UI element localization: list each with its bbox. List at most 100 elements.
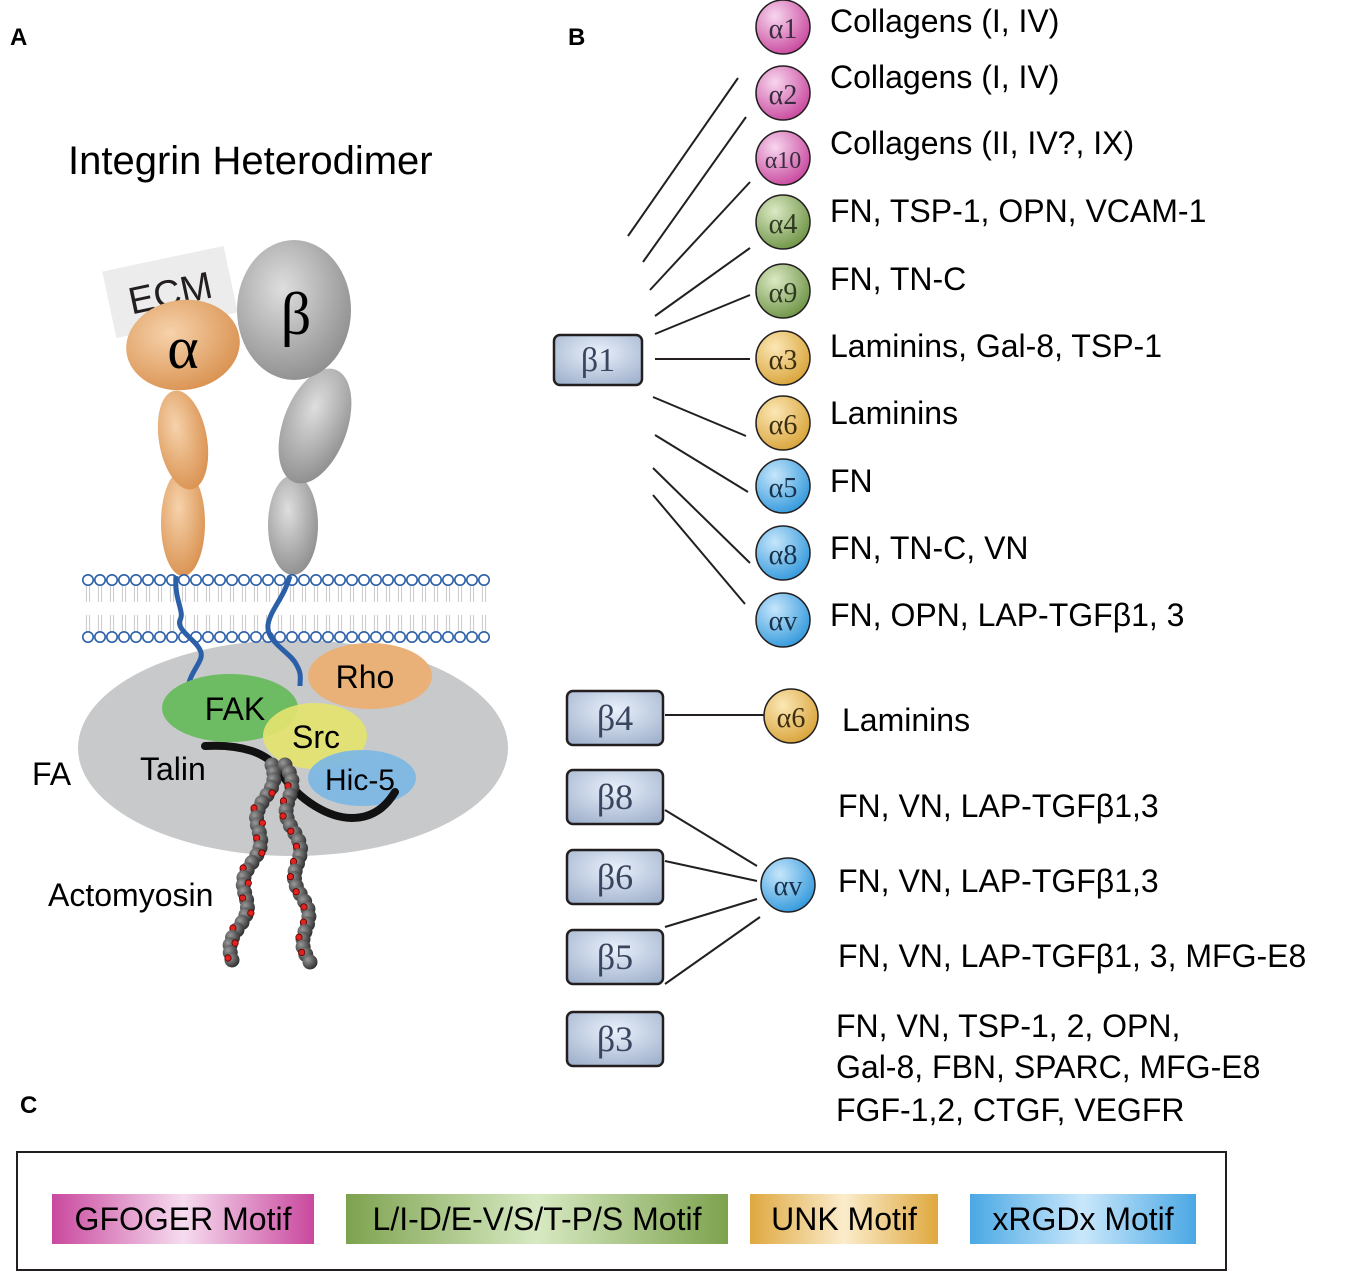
alphav-group: β8 β6 β5 αv FN, VN, LAP-TGFβ1,3 FN, VN, … — [565, 768, 1306, 986]
myosin-head — [295, 933, 303, 941]
lipid-head — [393, 630, 406, 643]
alpha10-circle — [755, 130, 811, 186]
panel-a: Integrin Heterodimer ECM α β Rho — [32, 139, 508, 970]
actomyosin-filaments — [222, 757, 318, 970]
alpha1-ligands: Collagens (I, IV) — [830, 3, 1059, 39]
alpha4-circle — [755, 194, 811, 250]
panel-a-letter: A — [10, 24, 27, 51]
beta4-alpha6-label: α6 — [777, 703, 806, 734]
lipid-head — [405, 630, 418, 643]
lipid-head — [345, 630, 358, 643]
lipid-head — [441, 630, 454, 643]
lipid-head — [82, 573, 95, 586]
lipid-head — [261, 573, 274, 586]
beta1-partner-alphav: αv FN, OPN, LAP-TGFβ1, 3 — [755, 592, 1184, 648]
beta6-label: β6 — [597, 857, 633, 897]
alpha3-circle — [755, 330, 811, 386]
lipid-head — [118, 630, 131, 643]
myosin-head — [258, 849, 266, 857]
lipid-head — [166, 630, 179, 643]
motif-legend: GFOGER Motif L/I-D/E-V/S/T-P/S Motif UNK… — [16, 1151, 1227, 1271]
alpha9-label: α9 — [769, 278, 798, 309]
alphav-label: αv — [769, 606, 798, 637]
talin-label: Talin — [140, 751, 206, 787]
myosin-head — [231, 939, 239, 947]
beta1-partner-alpha4: α4 FN, TSP-1, OPN, VCAM-1 — [755, 193, 1206, 250]
src-label: Src — [292, 719, 340, 755]
lipid-head — [381, 630, 394, 643]
alpha6-ligands: Laminins — [830, 395, 958, 431]
lipid-head — [82, 630, 95, 643]
lipid-head — [417, 573, 430, 586]
beta4-group: β4 α6 Laminins — [565, 688, 970, 747]
lipid-head — [250, 573, 263, 586]
lipid-head — [405, 573, 418, 586]
lipid-head — [321, 573, 334, 586]
beta5-box — [565, 928, 665, 986]
beta3-box — [565, 1010, 665, 1068]
alpha5-ligands: FN — [830, 463, 873, 499]
lipid-head — [202, 630, 215, 643]
lipid-head — [273, 630, 286, 643]
legend-swatch-rgd — [970, 1194, 1196, 1244]
panel-b: β1 α1 Collagens (I, IV) α2 Collagens (I,… — [552, 0, 1306, 1128]
alpha8-circle — [755, 525, 811, 581]
rho-protein — [308, 643, 432, 709]
beta1-label: β1 — [581, 342, 615, 379]
legend-swatch-gfoger — [52, 1194, 314, 1244]
actomyosin-label: Actomyosin — [48, 877, 213, 913]
lipid-head — [214, 573, 227, 586]
lipid-head — [393, 573, 406, 586]
lipid-head — [273, 573, 286, 586]
beta1-partner-alpha6: α6 Laminins — [755, 395, 958, 451]
beta1-box — [552, 333, 644, 387]
alpha8-label: α8 — [769, 540, 798, 571]
myosin-head — [247, 909, 255, 917]
fak-label: FAK — [205, 691, 265, 727]
alpha8-ligands: FN, TN-C, VN — [830, 530, 1029, 566]
alpha3-label: α3 — [769, 345, 798, 376]
lipid-head — [154, 573, 167, 586]
legend-swatch-unk — [750, 1194, 938, 1244]
lipid-head — [465, 573, 478, 586]
lipid-head — [381, 573, 394, 586]
actin-bead — [302, 954, 318, 970]
myosin-head — [239, 894, 247, 902]
myosin-head — [298, 948, 306, 957]
lipid-head — [441, 573, 454, 586]
beta1-partner-alpha5: α5 FN — [755, 458, 873, 514]
alpha2-label: α2 — [769, 80, 798, 111]
lipid-head — [309, 630, 322, 643]
beta3-ligands-line-2: Gal-8, FBN, SPARC, MFG-E8 — [836, 1049, 1260, 1085]
myosin-head — [268, 789, 276, 797]
lipid-head — [285, 630, 298, 643]
beta1-partner-alpha2: α2 Collagens (I, IV) — [755, 59, 1059, 121]
hic5-protein — [308, 750, 416, 806]
lipid-head — [345, 573, 358, 586]
fa-label: FA — [32, 756, 72, 792]
lipid-head — [465, 630, 478, 643]
alpha2-circle — [755, 65, 811, 121]
beta-label: β — [281, 281, 312, 347]
alpha2-ligands: Collagens (I, IV) — [830, 59, 1059, 95]
beta1-partner-alpha3: α3 Laminins, Gal-8, TSP-1 — [755, 328, 1162, 386]
beta5-ligands: FN, VN, LAP-TGFβ1, 3, MFG-E8 — [838, 938, 1306, 974]
alphav-ligands: FN, OPN, LAP-TGFβ1, 3 — [830, 597, 1184, 633]
lipid-head — [214, 630, 227, 643]
lipid-head — [309, 573, 322, 586]
lipid-head — [429, 630, 442, 643]
lipid-head — [142, 573, 155, 586]
fak-protein — [162, 674, 298, 742]
alpha3-ligands: Laminins, Gal-8, TSP-1 — [830, 328, 1162, 364]
lipid-head — [297, 630, 310, 643]
beta4-ligands: Laminins — [842, 702, 970, 738]
alpha5-label: α5 — [769, 473, 798, 504]
legend-swatch-ldv — [346, 1194, 728, 1244]
lipid-head — [94, 573, 107, 586]
beta1-connectors — [627, 77, 751, 605]
lipid-head — [238, 573, 251, 586]
group-alphav-label: αv — [774, 871, 803, 902]
beta4-alpha6-circle — [763, 688, 819, 744]
lipid-bilayer — [82, 573, 490, 643]
